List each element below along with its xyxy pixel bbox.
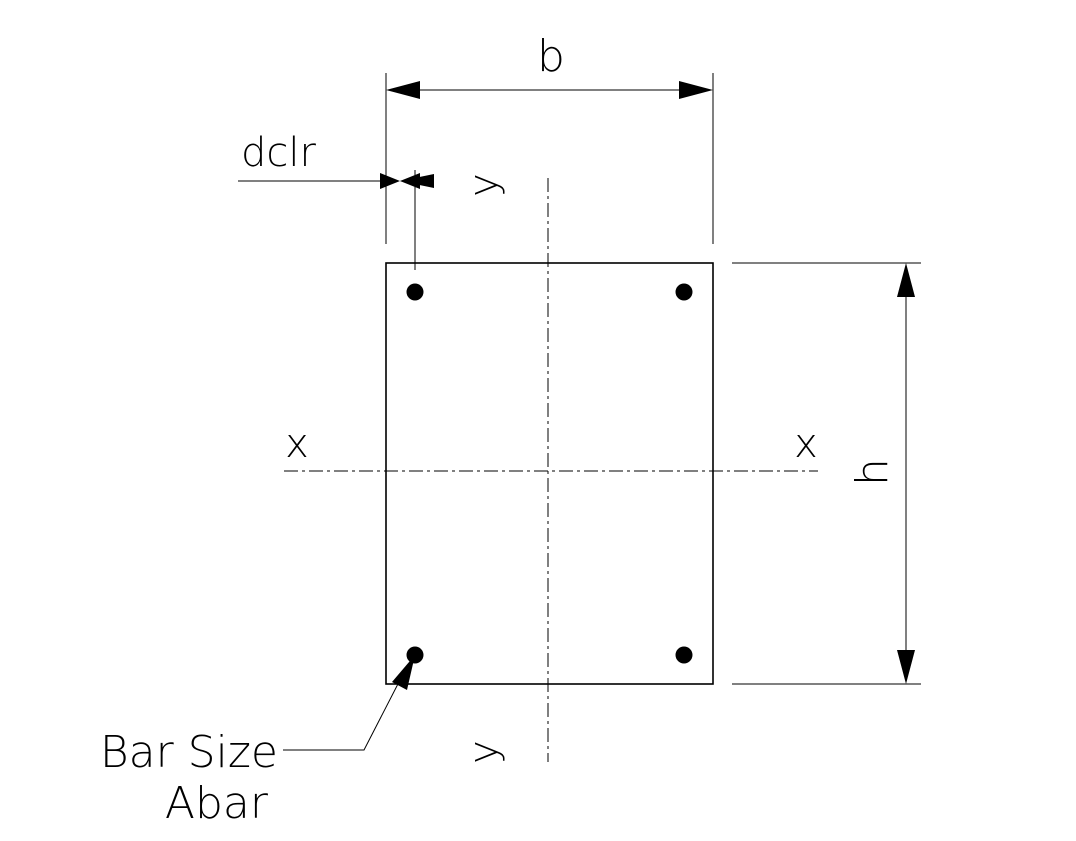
bar-size-callout: Bar Size Abar	[100, 655, 415, 829]
clear-cover-label: dclr	[241, 130, 316, 176]
rebar-bottom-right	[675, 646, 693, 664]
width-dimension: b	[385, 31, 714, 244]
x-axis-label-right: x	[794, 421, 818, 467]
clear-cover-bowtie	[380, 173, 420, 189]
width-label: b	[537, 31, 565, 82]
rebar-top-left	[406, 283, 424, 301]
height-label: h	[847, 458, 898, 486]
width-arrow-left	[386, 81, 420, 99]
bar-size-arrowhead	[392, 655, 415, 690]
clear-cover-dimension: dclr	[238, 130, 434, 270]
x-axis-label-left: x	[285, 421, 309, 467]
height-arrow-top	[897, 263, 915, 297]
y-axis-label-bottom: y	[461, 740, 507, 764]
width-arrow-right	[679, 81, 713, 99]
y-axis-label-top: y	[461, 173, 507, 197]
bar-size-abar-label: Abar	[165, 778, 269, 829]
rebar-top-right	[675, 283, 693, 301]
rebar-group	[406, 283, 693, 664]
height-dimension: h	[732, 262, 921, 685]
bar-size-leader	[283, 679, 401, 751]
height-arrow-bottom	[897, 650, 915, 684]
bar-size-label: Bar Size	[100, 727, 278, 778]
column-section	[385, 262, 714, 685]
